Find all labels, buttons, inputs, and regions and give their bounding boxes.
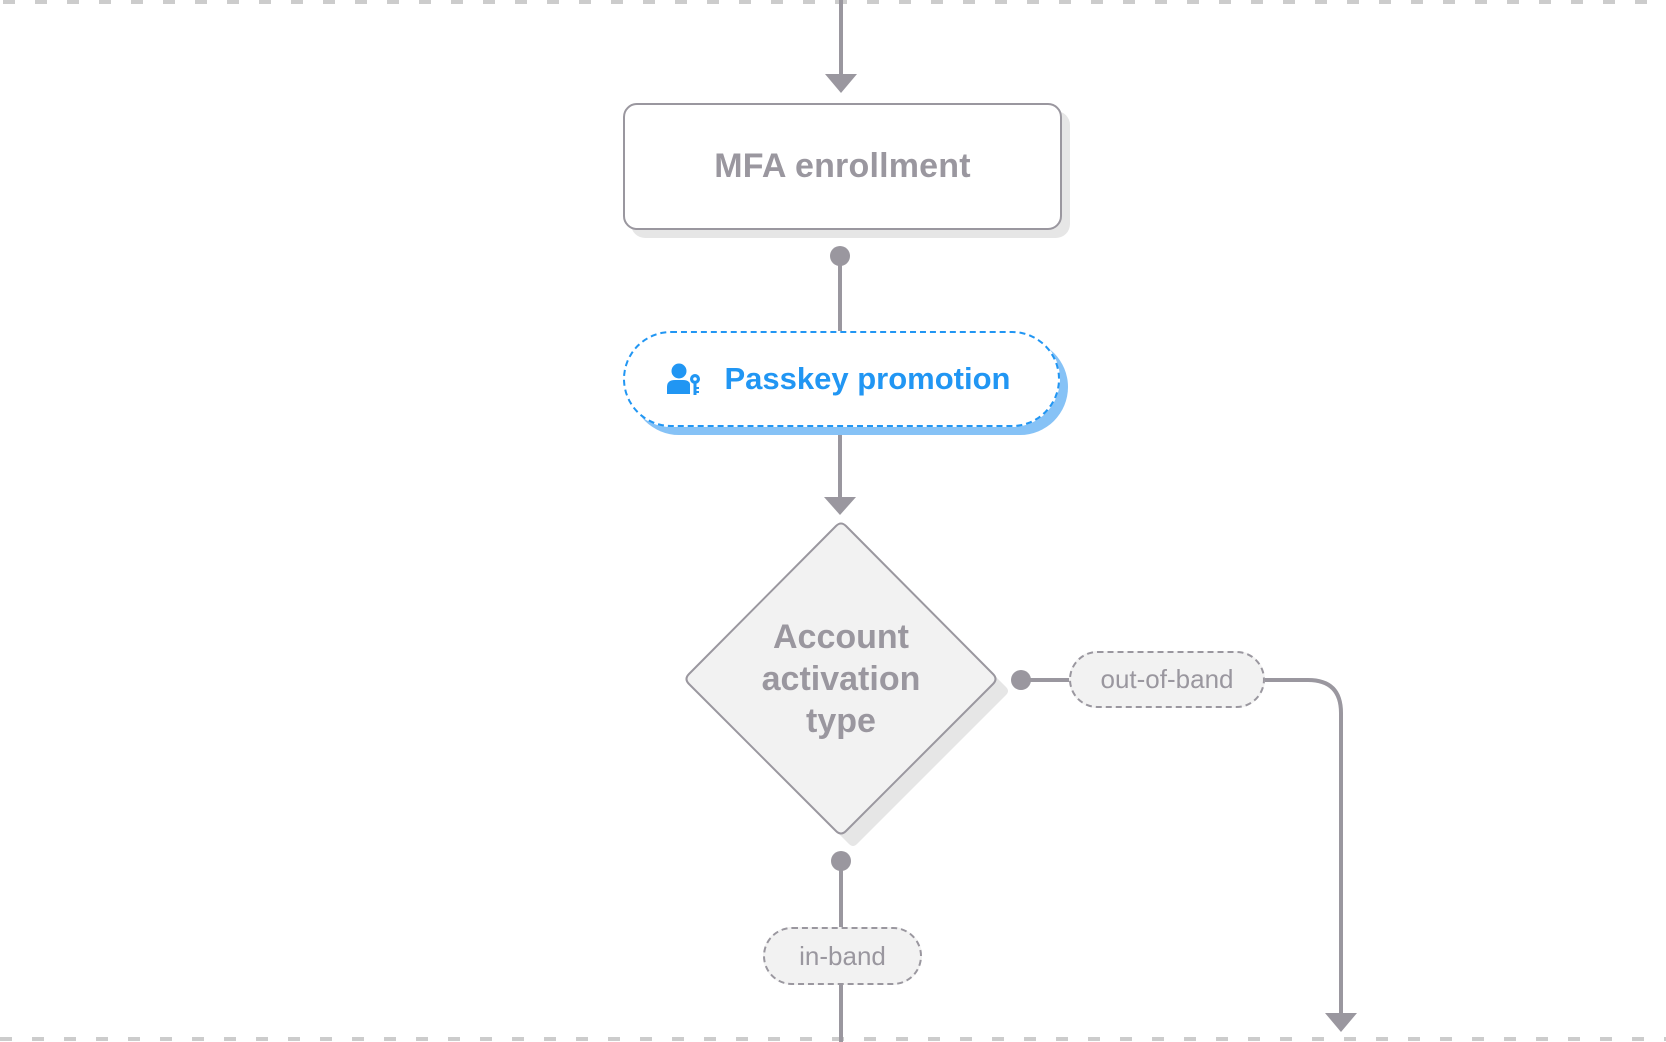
node-passkey-promotion[interactable]: Passkey promotion	[623, 331, 1060, 427]
arrow-head-icon	[1325, 1013, 1357, 1032]
edge-label-in-band[interactable]: in-band	[763, 927, 922, 985]
edge-passkey-to-decision[interactable]	[824, 427, 856, 515]
edge-incoming-to-mfa[interactable]	[825, 0, 857, 93]
edge-line	[1265, 678, 1343, 1016]
node-label: Passkey promotion	[724, 361, 1011, 396]
node-label: MFA enrollment	[714, 147, 971, 185]
node-label-line: type	[806, 702, 876, 740]
node-label-line: Account	[773, 618, 909, 656]
arrow-head-icon	[824, 497, 856, 515]
arrow-head-icon	[825, 74, 857, 93]
edge-start-dot-icon	[831, 851, 851, 871]
node-mfa-enrollment[interactable]: MFA enrollment	[623, 103, 1062, 230]
edge-mfa-to-passkey[interactable]	[830, 246, 850, 332]
node-account-activation-type[interactable]: Account activation type	[684, 522, 998, 836]
edge-start-dot-icon	[1011, 670, 1031, 690]
node-label-line: activation	[761, 660, 921, 698]
edge-label-text: in-band	[799, 940, 886, 971]
edge-decision-in-band[interactable]	[831, 851, 851, 1042]
edge-label-out-of-band[interactable]: out-of-band	[1069, 651, 1265, 708]
edge-label-text: out-of-band	[1100, 664, 1234, 694]
canvas-bottom-boundary	[0, 1037, 1666, 1041]
edge-start-dot-icon	[830, 246, 850, 266]
canvas-top-boundary	[0, 0, 1666, 4]
decision-body	[685, 522, 997, 835]
decision-diamond-shape[interactable]	[685, 522, 1009, 847]
edge-decision-out-of-band[interactable]	[1011, 670, 1357, 1032]
user-key-icon	[666, 362, 701, 396]
